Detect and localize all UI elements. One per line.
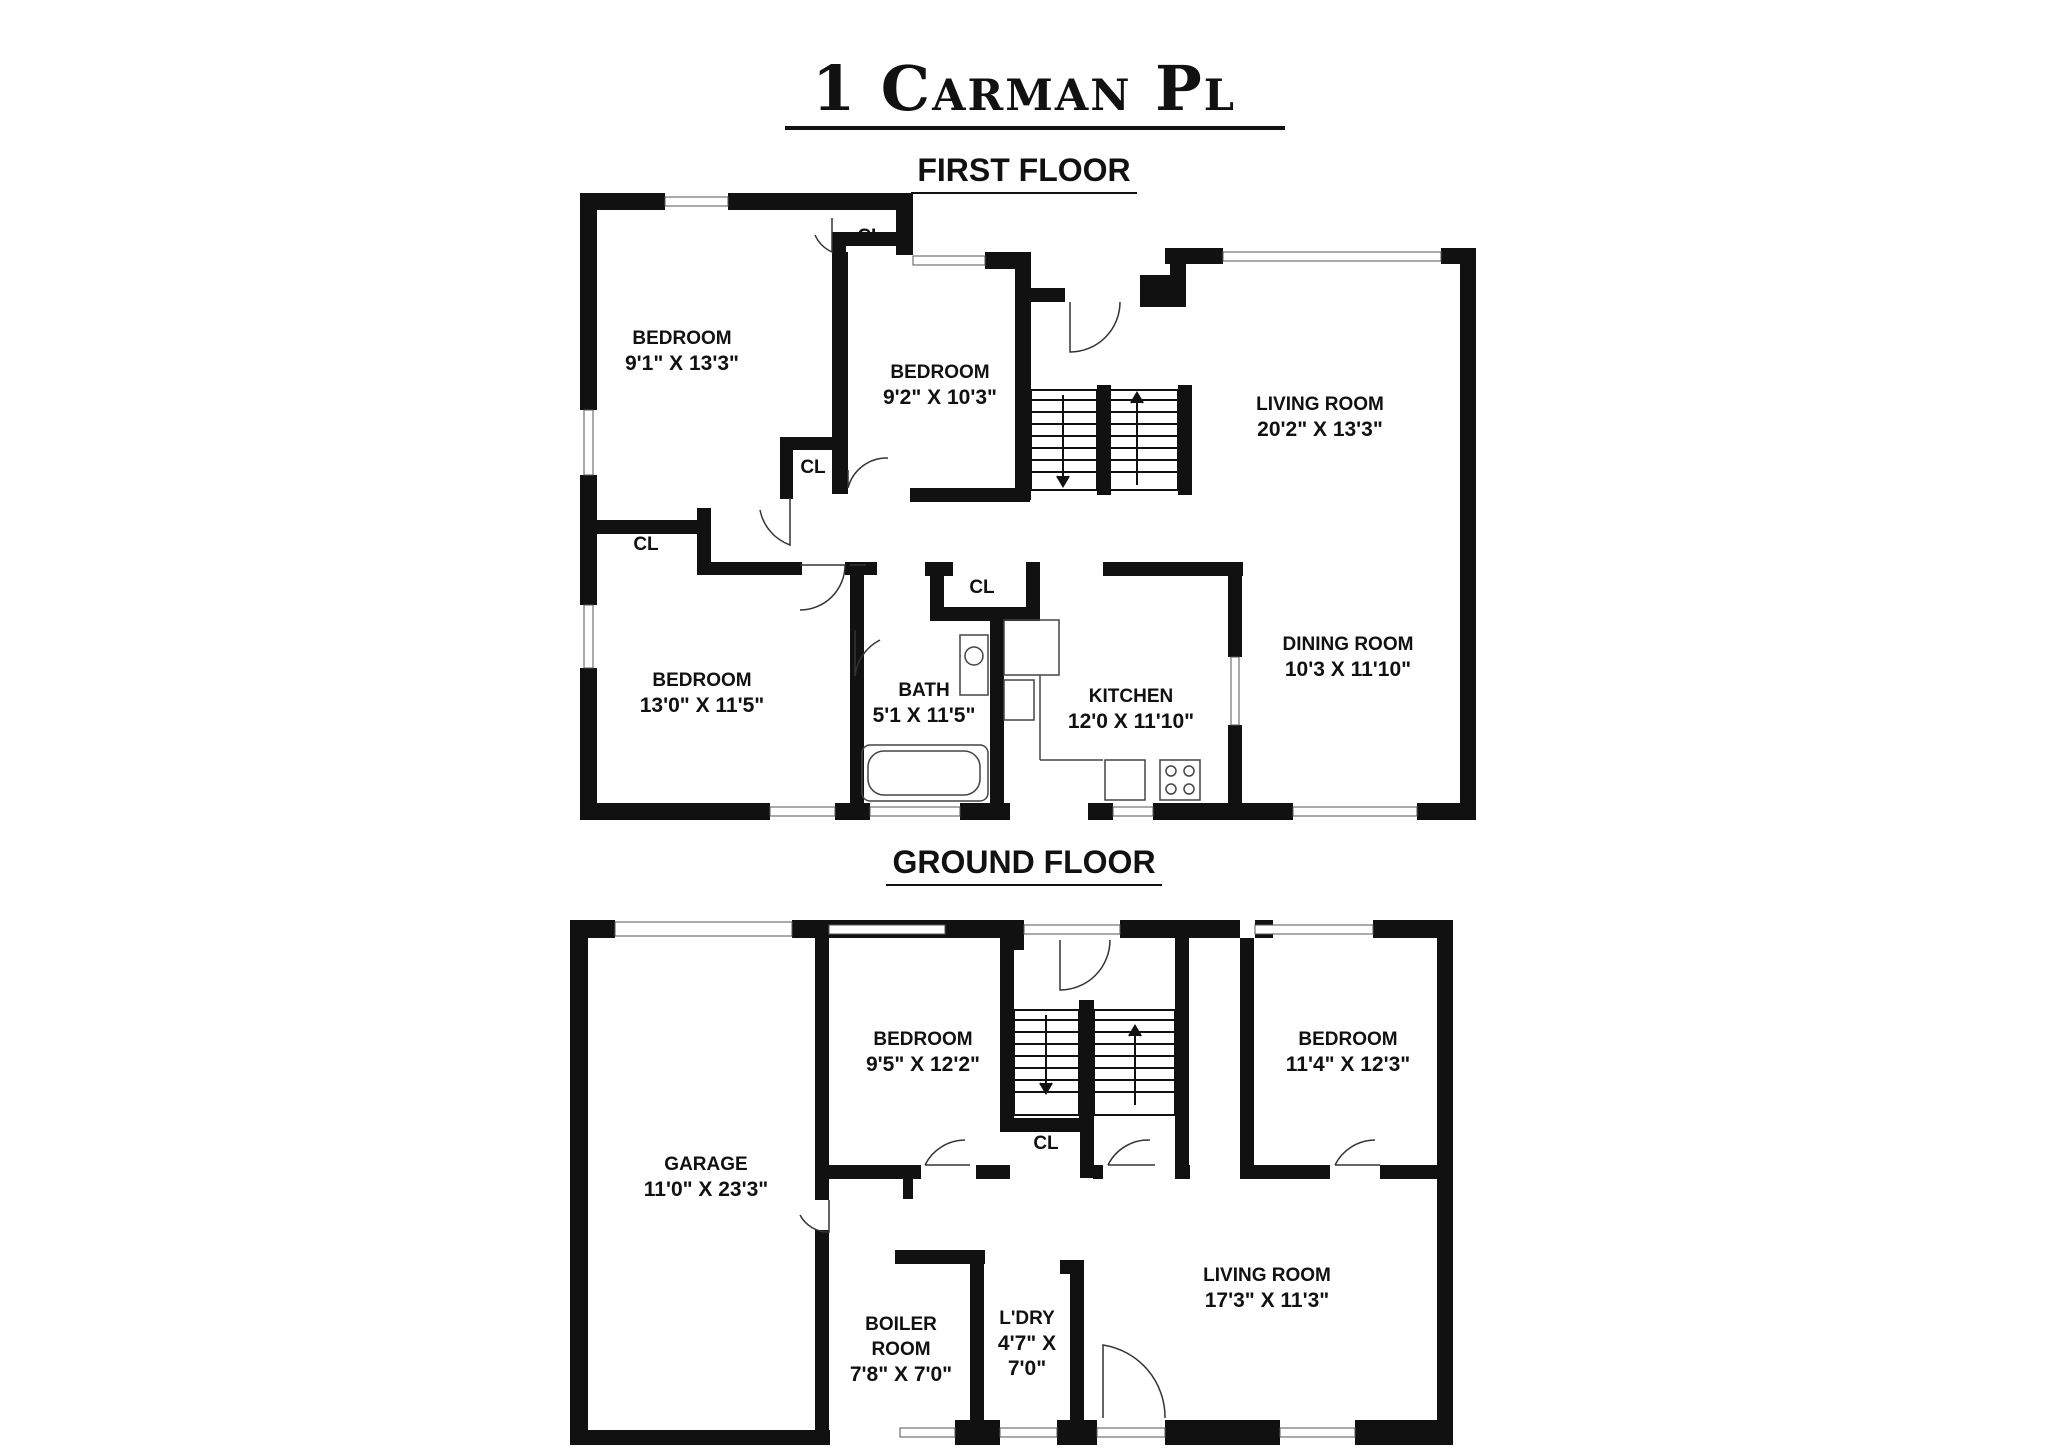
first-floor-stairs <box>1030 389 1179 491</box>
plan-title: 1 Carman Pl <box>812 52 1236 125</box>
first-floor-heading: FIRST FLOOR <box>0 152 2048 194</box>
closet-label: CL <box>969 577 995 598</box>
ground-floor-heading: GROUND FLOOR <box>0 844 2048 886</box>
first-floor-windows <box>583 196 1442 817</box>
first-floor-walls <box>580 193 1476 820</box>
closet-label: CL <box>800 457 826 478</box>
title-underline <box>785 126 1285 130</box>
closet-label: CL <box>633 534 659 555</box>
first-floor-fixtures <box>861 619 1201 802</box>
first-floor-doors <box>759 218 1121 677</box>
closet-label: CL <box>857 226 883 247</box>
ground-floor-doors <box>799 939 1380 1419</box>
ground-floor-windows <box>614 921 1374 1438</box>
ground-floor-stairs <box>1013 1009 1176 1116</box>
closet-label: CL <box>1033 1133 1059 1154</box>
